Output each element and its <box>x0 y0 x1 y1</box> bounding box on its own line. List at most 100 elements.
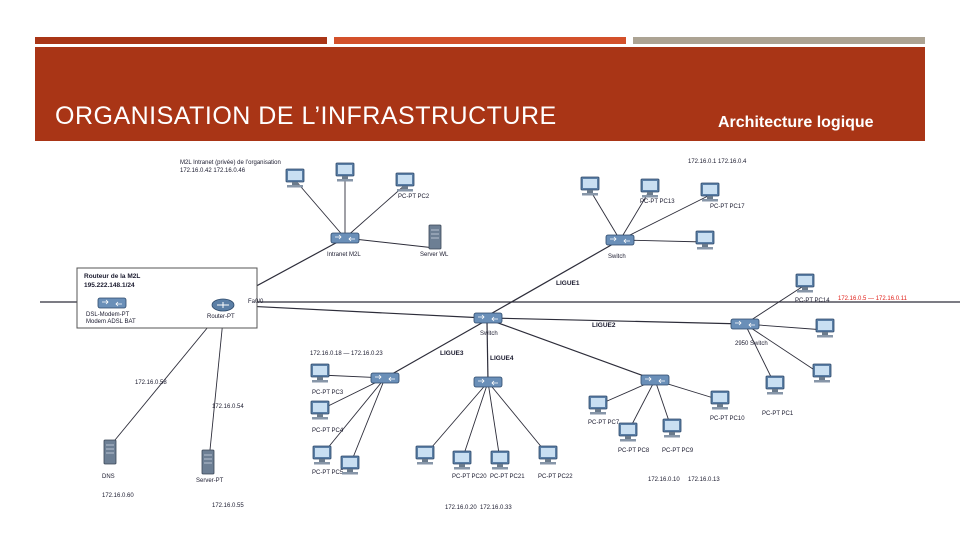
server-ip-2: 172.16.0.55 <box>212 503 244 509</box>
link-dns <box>114 309 223 441</box>
pc-label: PC-PT PC13 <box>640 199 675 205</box>
link-ligue3 <box>384 319 488 379</box>
switch-icon <box>330 232 360 244</box>
router-icon <box>211 298 235 312</box>
pc-label: PC-PT PC10 <box>710 416 745 422</box>
dns-ip: 172.16.0.58 <box>135 380 167 386</box>
slide-subtitle: Architecture logique <box>718 114 874 131</box>
title-banner: ORGANISATION DE L’INFRASTRUCTURE Archite… <box>35 47 925 141</box>
pc-icon <box>710 390 730 410</box>
switch-icon <box>640 374 670 386</box>
ligue4-ips-2: 172.16.0.33 <box>480 505 512 511</box>
link-pc1 <box>294 179 346 239</box>
modem-label-2: Modem ADSL BAT <box>86 319 136 325</box>
switch-label: 2950 Switch <box>735 341 768 347</box>
pc-icon <box>815 318 835 338</box>
ligue4-ips-1: 172.16.0.20 <box>445 505 477 511</box>
ligue3-ips: 172.16.0.18 — 172.16.0.23 <box>310 351 383 357</box>
ligue1-label: LIGUE1 <box>556 280 580 287</box>
modem-label-1: DSL-Modem-PT <box>86 312 130 318</box>
link-l4-pc2 <box>461 381 489 461</box>
link-server <box>209 309 225 451</box>
link-l3-pc4 <box>349 377 386 466</box>
pc-icon <box>310 363 330 383</box>
ligue-bottom-ips-1: 172.16.0.10 <box>648 477 680 483</box>
ligue4-label: LIGUE4 <box>490 355 514 362</box>
ligue2-ips: 172.16.0.5 — 172.16.0.11 <box>838 296 908 302</box>
router-fa0-label: Fa0/0 <box>248 299 264 305</box>
link-l4-pc1 <box>424 381 489 456</box>
pc-label: PC-PT PC1 <box>762 411 794 417</box>
pc-icon <box>415 445 435 465</box>
pc-label: PC-PT PC8 <box>618 448 650 454</box>
switch-icon <box>730 318 760 330</box>
link-l2-pc4 <box>744 323 823 376</box>
ligue3-label: LIGUE3 <box>440 350 464 357</box>
router-label: Router-PT <box>207 314 235 320</box>
link-l1-pc3 <box>619 194 711 241</box>
core-switch-icon <box>473 312 503 324</box>
pc-label: PC-PT PC17 <box>710 204 745 210</box>
pc-icon <box>588 395 608 415</box>
link-serverwl <box>344 237 436 249</box>
server-wl-label: Server WL <box>420 252 449 258</box>
pc-icon <box>335 162 355 182</box>
pc-label: PC-PT PC9 <box>662 448 694 454</box>
pc-icon <box>285 168 305 188</box>
router-note-1: Routeur de la M2L <box>84 273 140 280</box>
pc-label: PC-PT PC20 <box>452 474 487 480</box>
slide-title: ORGANISATION DE L’INFRASTRUCTURE <box>55 102 557 130</box>
switch-label: Switch <box>608 254 626 260</box>
pc-icon <box>312 445 332 465</box>
pc-icon <box>395 172 415 192</box>
link-l2-pc3 <box>744 323 776 386</box>
pc-icon <box>310 400 330 420</box>
pc-label: PC-PT PC7 <box>588 420 620 426</box>
intranet-switch-label: Intranet M2L <box>327 252 361 258</box>
intranet-note-2: 172.16.0.42 172.16.0.46 <box>180 168 246 174</box>
pc-icon <box>662 418 682 438</box>
ligue2-label: LIGUE2 <box>592 322 616 329</box>
pc-icon <box>340 455 360 475</box>
pc-label: PC-PT PC3 <box>312 390 344 396</box>
pc-icon <box>695 230 715 250</box>
intranet-note-1: M2L Intranet (privée) de l’organisation <box>180 160 281 166</box>
router-note-2: 195.222.148.1/24 <box>84 282 135 289</box>
network-links <box>40 179 960 466</box>
pc-label: PC-PT PC5 <box>312 470 344 476</box>
network-diagram: Routeur de la M2L 195.222.148.1/24 DSL-M… <box>40 159 960 511</box>
pc-label: PC-PT PC2 <box>398 194 430 200</box>
pc-label: PC-PT PC22 <box>538 474 573 480</box>
ligue1-ips: 172.16.0.1 172.16.0.4 <box>688 159 747 165</box>
pc-icon <box>538 445 558 465</box>
pc-label: PC-PT PC14 <box>795 298 830 304</box>
top-accent-bar-3 <box>633 37 925 44</box>
link-pc3 <box>344 184 406 239</box>
link-l4-pc3 <box>487 381 501 461</box>
link-l4-pc4 <box>487 381 549 456</box>
link-ligue2 <box>489 317 746 325</box>
server-icon <box>428 224 442 250</box>
link-l1-pc2 <box>619 189 651 241</box>
link-ligue1 <box>486 239 621 317</box>
pc-icon <box>580 176 600 196</box>
dns-ip-2: 172.16.0.60 <box>102 493 134 499</box>
pc-icon <box>490 450 510 470</box>
dns-label: DNS <box>102 474 115 480</box>
modem-icon <box>97 297 127 309</box>
pc-label: PC-PT PC4 <box>312 428 344 434</box>
top-accent-bar-2 <box>334 37 626 44</box>
link-ligue4 <box>486 321 489 383</box>
link-l1-pc1 <box>589 189 621 241</box>
pc-icon <box>812 363 832 383</box>
server-ip: 172.16.0.54 <box>212 404 244 410</box>
pc-icon <box>795 273 815 293</box>
switch-icon <box>370 372 400 384</box>
top-accent-bar-1 <box>35 37 327 44</box>
link-router-core <box>224 304 486 319</box>
switch-icon <box>473 376 503 388</box>
pc-icon <box>618 422 638 442</box>
pc-icon <box>640 178 660 198</box>
core-switch-label: Switch <box>480 331 498 337</box>
pc-icon <box>700 182 720 202</box>
